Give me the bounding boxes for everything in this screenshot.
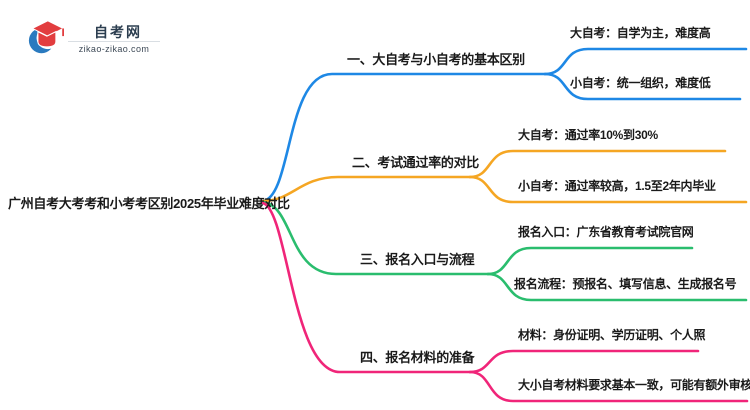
branch-2-child-1-line [468, 149, 727, 179]
branch-2-child-2-line [468, 175, 748, 204]
branch-2-trunk-line [261, 175, 472, 203]
site-logo: 自考网 zikao-zikao.com [28, 12, 160, 62]
branch-4-child-2-line [468, 370, 749, 403]
branch-3-trunk-line [261, 200, 490, 276]
branch-4-child-1: 材料：身份证明、学历证明、个人照 [518, 328, 706, 342]
branch-3-child-1-line [486, 246, 694, 276]
branch-2-label: 二、考试通过率的对比 [352, 155, 480, 170]
graduation-cap-icon [28, 20, 64, 54]
branch-4-child-2: 大小自考材料要求基本一致，可能有额外审核 [518, 378, 750, 392]
logo-divider [68, 41, 160, 42]
branch-4-label: 四、报名材料的准备 [360, 350, 475, 365]
site-name: 自考网 [94, 24, 142, 40]
branch-3-child-1: 报名入口：广东省教育考试院官网 [518, 225, 694, 239]
branch-1-child-1: 大自考：自学为主，难度高 [570, 26, 711, 40]
branch-1-child-1-line [543, 47, 748, 76]
branch-3-child-2: 报名流程：预报名、填写信息、生成报名号 [514, 277, 737, 291]
branch-1-label: 一、大自考与小自考的基本区别 [347, 52, 525, 67]
branch-2-child-2: 小自考：通过率较高，1.5至2年内毕业 [518, 179, 716, 193]
branch-4-child-1-line [468, 349, 700, 374]
branch-1-child-2: 小自考：统一组织，难度低 [570, 76, 711, 90]
branch-1-child-2-line [543, 72, 742, 101]
branch-3-child-2-line [486, 272, 748, 302]
site-url: zikao-zikao.com [78, 44, 150, 54]
branch-4-trunk-line [261, 201, 472, 374]
branch-2-child-1: 大自考：通过率10%到30% [518, 128, 658, 142]
branch-3-label: 三、报名入口与流程 [360, 252, 475, 267]
branch-1-trunk-line [261, 72, 547, 203]
root-node: 广州自考大考考和小考考区别2025年毕业难度对比 [8, 196, 290, 211]
